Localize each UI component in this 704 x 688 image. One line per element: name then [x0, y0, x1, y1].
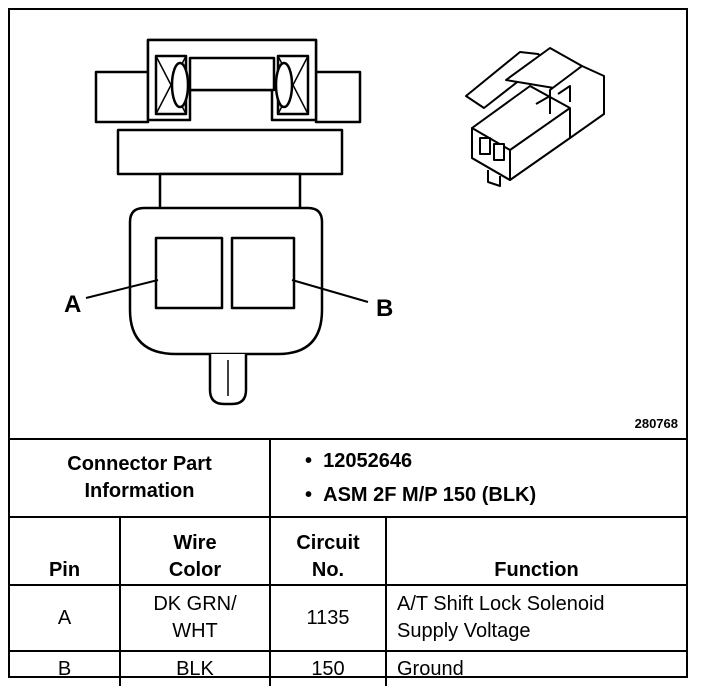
- pin-label-a: A: [64, 291, 81, 318]
- connector-info-table: Connector Part Information • 12052646 • …: [10, 438, 687, 686]
- connector-flange: [116, 128, 344, 176]
- connector-part-label: Connector Part Information: [10, 438, 271, 518]
- part-description: ASM 2F M/P 150 (BLK): [323, 484, 537, 506]
- connector-3d-view: [465, 47, 605, 187]
- connector-part-value: • 12052646: [305, 450, 413, 472]
- circuit-cell: 150: [269, 650, 387, 686]
- connector-part-label-line1: Connector Part: [67, 453, 212, 475]
- wire-color-cell: DK GRN/WHT: [119, 584, 271, 652]
- connector-part-values: • 12052646 • ASM 2F M/P 150 (BLK): [268, 438, 687, 518]
- cavity-b: [230, 236, 296, 310]
- figure-number: 280768: [634, 416, 678, 431]
- pin-cell: A: [10, 584, 121, 652]
- wire-color-cell: BLK: [119, 650, 271, 686]
- function-cell: Ground: [384, 650, 687, 686]
- pin-label-b: B: [376, 295, 393, 322]
- pin-cell: B: [10, 650, 121, 686]
- header-pin: Pin: [10, 516, 121, 586]
- leader-line-b: [291, 279, 369, 303]
- connector-part-value: • ASM 2F M/P 150 (BLK): [305, 484, 537, 506]
- connector-part-label-line2: Information: [84, 480, 195, 502]
- table-row: A DK GRN/WHT 1135 A/T Shift Lock Solenoi…: [10, 584, 687, 652]
- latch-bar: [188, 56, 276, 92]
- leader-line-a: [85, 279, 159, 299]
- connector-drawing: A B: [64, 38, 605, 406]
- header-function: Function: [384, 516, 687, 586]
- table-row: B BLK 150 Ground: [10, 650, 687, 686]
- circuit-cell: 1135: [269, 584, 387, 652]
- connector-neck: [158, 172, 302, 212]
- cavity-a: [154, 236, 224, 310]
- connector-part-row: Connector Part Information • 12052646 • …: [10, 438, 687, 518]
- connector-end-view-frame: A B 280768 Connector Part Information • …: [8, 8, 688, 686]
- connector-diagram: A B 280768: [10, 10, 686, 438]
- part-number: 12052646: [323, 450, 413, 472]
